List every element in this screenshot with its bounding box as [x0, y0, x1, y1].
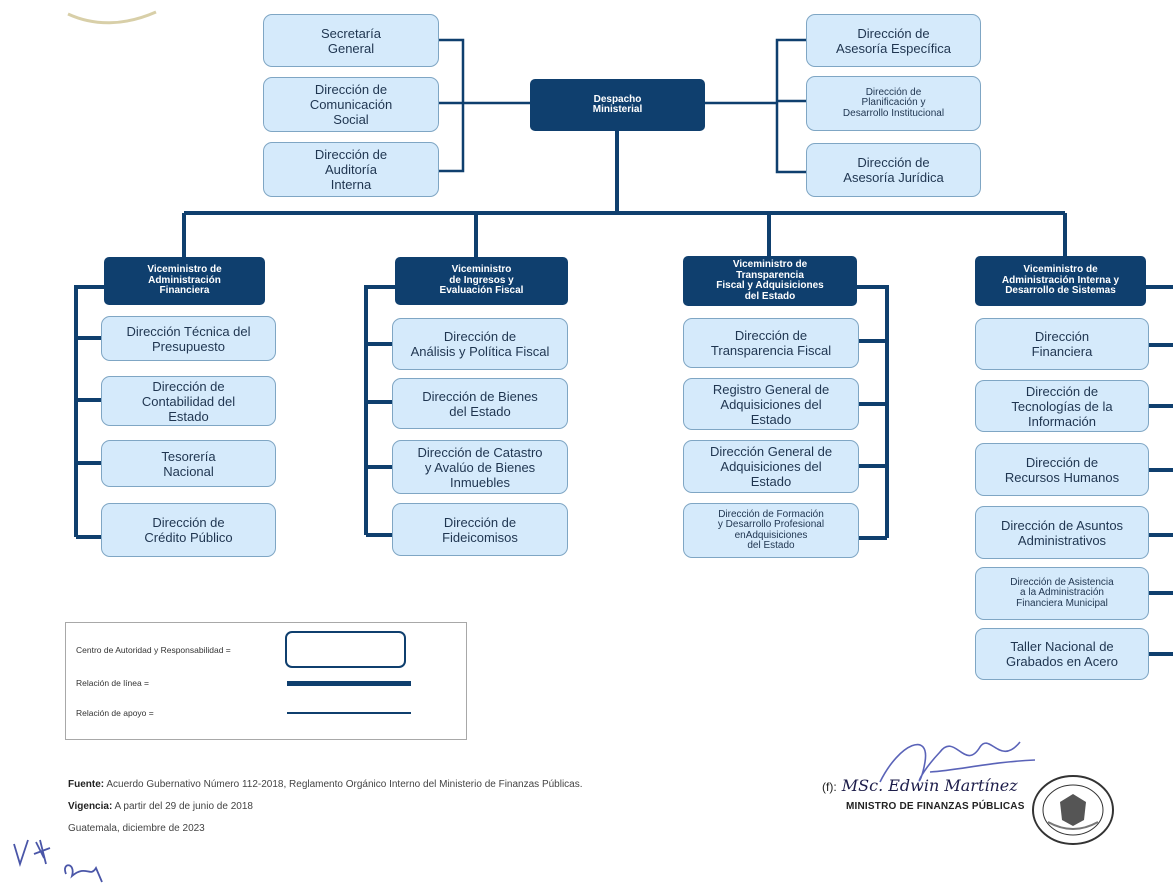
- contabilidad-box: Dirección de Contabilidad del Estado: [101, 376, 276, 426]
- asuntos-administrativos-box: Dirección de Asuntos Administrativos: [975, 506, 1149, 559]
- tesoreria-box: Tesorería Nacional: [101, 440, 276, 487]
- viceministro-admin-interna-box: Viceministro de Administración Interna y…: [975, 256, 1146, 306]
- legend-car-sample: [285, 631, 406, 668]
- legend-linea-label: Relación de línea =: [76, 678, 150, 688]
- presupuesto-box: Dirección Técnica del Presupuesto: [101, 316, 276, 361]
- credito-publico-box: Dirección de Crédito Público: [101, 503, 276, 557]
- viceministro-admin-financiera-box: Viceministro de Administración Financier…: [104, 257, 265, 305]
- catastro-box: Dirección de Catastro y Avalúo de Bienes…: [392, 440, 568, 494]
- legend-box: Centro de Autoridad y Responsabilidad = …: [65, 622, 467, 740]
- viceministro-transparencia-box: Viceministro de Transparencia Fiscal y A…: [683, 256, 857, 306]
- auditoria-interna-box: Dirección de Auditoría Interna: [263, 142, 439, 197]
- secretaria-general-box: Secretaría General: [263, 14, 439, 67]
- legend-apoyo-sample: [287, 712, 411, 714]
- signature-line: (f): MSc. Edwin Martínez: [822, 776, 1018, 795]
- tecnologias-informacion-box: Dirección de Tecnologías de la Informaci…: [975, 380, 1149, 432]
- direccion-general-adquisiciones-box: Dirección General de Adquisiciones del E…: [683, 440, 859, 493]
- formacion-profesional-box: Dirección de Formación y Desarrollo Prof…: [683, 503, 859, 558]
- bienes-estado-box: Dirección de Bienes del Estado: [392, 378, 568, 429]
- minister-title: MINISTRO DE FINANZAS PÚBLICAS: [846, 801, 1025, 812]
- taller-grabados-box: Taller Nacional de Grabados en Acero: [975, 628, 1149, 680]
- recursos-humanos-box: Dirección de Recursos Humanos: [975, 443, 1149, 496]
- comunicacion-social-box: Dirección de Comunicación Social: [263, 77, 439, 132]
- fideicomisos-box: Dirección de Fideicomisos: [392, 503, 568, 556]
- official-seal-icon: [1032, 775, 1114, 845]
- footer-vigencia: Vigencia: A partir del 29 de junio de 20…: [68, 801, 253, 812]
- stamp-remnant: [67, 10, 157, 25]
- registro-adquisiciones-box: Registro General de Adquisiciones del Es…: [683, 378, 859, 430]
- transparencia-fiscal-box: Dirección de Transparencia Fiscal: [683, 318, 859, 368]
- direccion-financiera-box: Dirección Financiera: [975, 318, 1149, 370]
- analisis-politica-fiscal-box: Dirección de Análisis y Política Fiscal: [392, 318, 568, 370]
- legend-apoyo-label: Relación de apoyo =: [76, 708, 154, 718]
- footer-lugar: Guatemala, diciembre de 2023: [68, 823, 205, 834]
- handwritten-signature: [879, 741, 1036, 783]
- viceministro-ingresos-box: Viceministro de Ingresos y Evaluación Fi…: [395, 257, 568, 305]
- asesoria-juridica-box: Dirección de Asesoría Jurídica: [806, 143, 981, 197]
- legend-linea-sample: [287, 681, 411, 686]
- footer-fuente: Fuente: Acuerdo Gubernativo Número 112-2…: [68, 779, 583, 790]
- despacho-ministerial-box: Despacho Ministerial: [530, 79, 705, 131]
- planificacion-box: Dirección de Planificación y Desarrollo …: [806, 76, 981, 131]
- legend-car-label: Centro de Autoridad y Responsabilidad =: [76, 645, 231, 655]
- asistencia-municipal-box: Dirección de Asistencia a la Administrac…: [975, 567, 1149, 620]
- handwritten-initials: [13, 839, 103, 883]
- asesoria-especifica-box: Dirección de Asesoría Específica: [806, 14, 981, 67]
